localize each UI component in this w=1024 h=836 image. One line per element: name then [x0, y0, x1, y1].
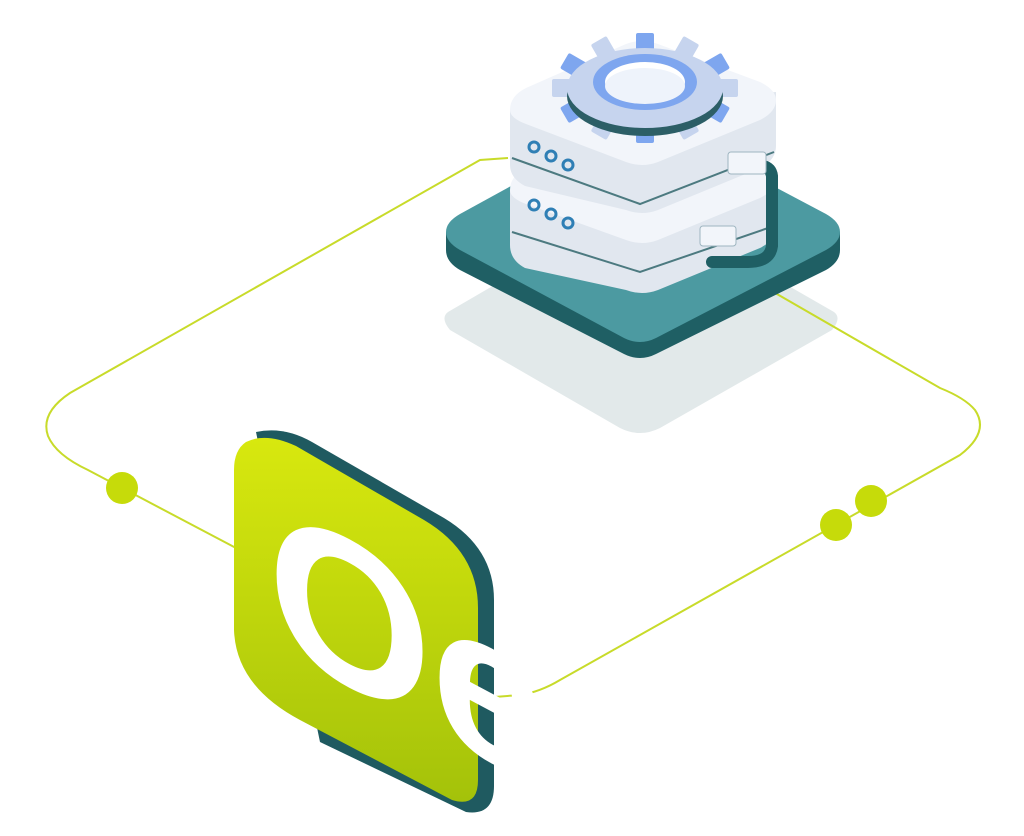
server-cable — [699, 151, 778, 268]
server-led-row-top — [527, 140, 575, 172]
connector-line — [493, 289, 981, 698]
connector-node — [855, 485, 887, 517]
gear-icon — [552, 33, 738, 143]
server-led-row-bottom — [527, 198, 575, 230]
oe-logo-icon: Oe — [234, 430, 548, 836]
connector-node — [106, 472, 138, 504]
connector-node — [820, 509, 852, 541]
connector-line — [45, 157, 509, 549]
